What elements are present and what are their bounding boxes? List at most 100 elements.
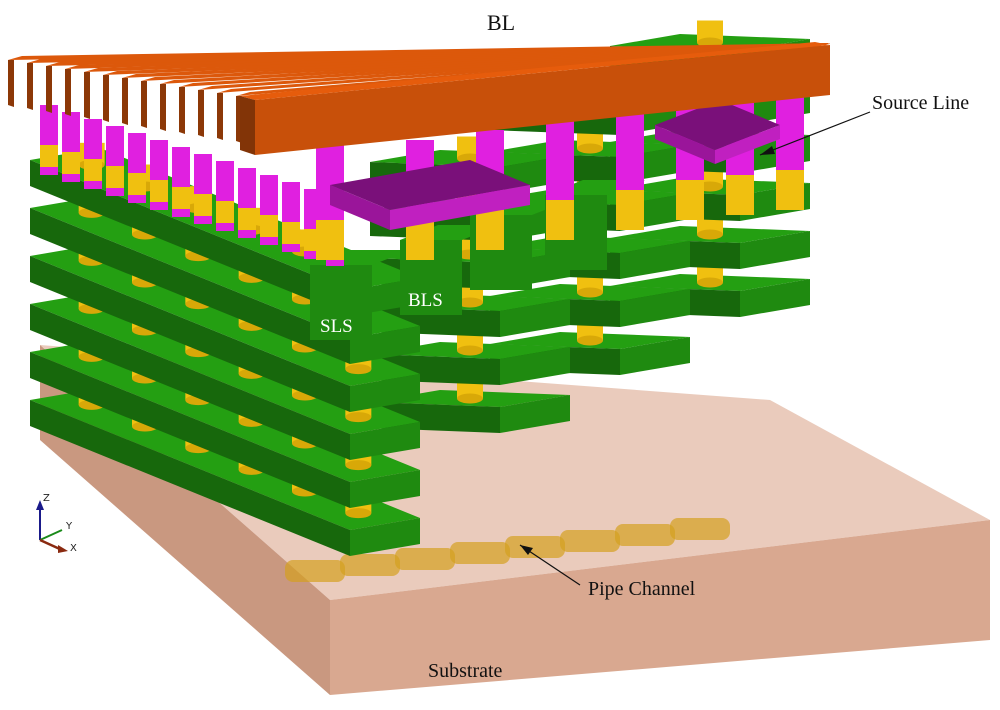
word-line-front	[350, 518, 420, 556]
pillar-channel-top	[172, 187, 190, 209]
pillar-channel-base	[457, 393, 483, 404]
bit-line-top	[179, 43, 830, 87]
pillar-channel-top	[616, 190, 644, 230]
word-line-stack	[30, 20, 810, 556]
bit-line-end	[27, 63, 33, 110]
word-line-side	[30, 160, 350, 316]
pillar-channel-base	[345, 508, 372, 519]
bit-lines	[8, 42, 830, 266]
axis-y-label: Y	[66, 521, 73, 532]
pillar-channel-base	[577, 287, 603, 298]
bit-line-front	[255, 45, 830, 155]
bit-line-top	[65, 43, 830, 69]
axis-triad	[36, 500, 68, 553]
pillar-channel-top	[776, 170, 804, 210]
word-line-front	[740, 279, 810, 317]
pillar-channel-base	[697, 277, 723, 288]
bit-line-end	[103, 75, 109, 122]
axis-x-label: X	[70, 543, 77, 554]
word-line-front	[350, 422, 420, 460]
pillar-channel-top	[238, 208, 256, 230]
bit-line-front-top	[240, 42, 830, 100]
word-line-side	[30, 256, 350, 412]
word-line-front	[350, 470, 420, 508]
pillar-channel-base	[697, 229, 723, 240]
bit-line-top	[84, 43, 830, 72]
substrate-label: Substrate	[428, 660, 503, 682]
pillar-channel-top	[316, 220, 344, 260]
word-line-front	[500, 395, 570, 433]
word-line-side	[30, 400, 350, 556]
bit-line-top	[198, 43, 830, 90]
pipe-channel	[670, 518, 730, 540]
bit-line-top	[103, 43, 830, 75]
source-line-front	[715, 125, 780, 164]
leader-lines	[519, 111, 871, 586]
pillar-channel-top	[476, 210, 504, 250]
bit-line-end	[198, 90, 204, 137]
bit-line-end	[141, 81, 147, 128]
bit-line-top	[122, 43, 830, 78]
bit-line-end	[160, 84, 166, 131]
source-line-front	[390, 185, 530, 230]
pipe-channels	[285, 518, 730, 582]
pipe-channel	[615, 524, 675, 546]
pipe-channel	[395, 548, 455, 570]
bit-line-top	[160, 43, 830, 84]
source-line-label: Source Line	[872, 92, 970, 114]
pillar-channel-base	[577, 335, 603, 346]
source-line-top	[655, 100, 780, 150]
pillar-channel-top	[676, 180, 704, 220]
pipe-channel	[450, 542, 510, 564]
pillar-channel-top	[150, 180, 168, 202]
pipe-channel	[285, 560, 345, 582]
source-line-side	[655, 125, 715, 164]
bit-line-end	[46, 66, 52, 113]
word-line-front	[500, 347, 570, 385]
pillar-channel-top	[260, 215, 278, 237]
source-line-side	[330, 185, 390, 230]
pillar-channel-segment	[697, 20, 723, 43]
pillar-channel-top	[84, 159, 102, 181]
pillar-channel-top	[216, 201, 234, 223]
sls-label: SLS	[320, 316, 353, 337]
bit-line-front-end	[240, 96, 255, 155]
pipe-channel	[340, 554, 400, 576]
sls-block	[310, 265, 372, 340]
pipe-channel-label: Pipe Channel	[588, 578, 696, 600]
pillar-channel-base	[345, 364, 372, 375]
pillar-channel-top	[62, 152, 80, 174]
pillar-channel-top	[726, 175, 754, 215]
bit-line-end	[217, 93, 223, 140]
word-line-front	[350, 374, 420, 412]
bit-line-end	[122, 78, 128, 125]
pipe-channel	[560, 530, 620, 552]
pillar-channel-top	[106, 166, 124, 188]
pillar-channel-base	[457, 345, 483, 356]
word-line-front	[620, 337, 690, 375]
bit-line-end	[179, 87, 185, 134]
source-line-top	[330, 160, 530, 210]
pillar-channel-base	[577, 143, 603, 154]
pillar-channel-top	[546, 200, 574, 240]
pillar-channel-base	[345, 412, 372, 423]
word-line-front	[620, 241, 690, 279]
pillar-channel-top	[40, 145, 58, 167]
pillar-channel-base	[345, 460, 372, 471]
bls-label: BLS	[408, 290, 443, 311]
pillar-channel-base	[457, 297, 483, 308]
bit-line-end	[8, 60, 14, 107]
word-line-front	[740, 231, 810, 269]
word-line-side	[30, 304, 350, 460]
bit-line-end	[84, 72, 90, 119]
pillar-channel-top	[194, 194, 212, 216]
word-line-front	[620, 289, 690, 327]
pillar-channel-top	[128, 173, 146, 195]
bl-label: BL	[487, 10, 516, 35]
bit-line-end	[65, 69, 71, 116]
axis-z-label: Z	[43, 493, 50, 504]
word-line-side	[30, 208, 350, 364]
pillar-channel-top	[406, 220, 434, 260]
bit-line-top	[141, 43, 830, 81]
